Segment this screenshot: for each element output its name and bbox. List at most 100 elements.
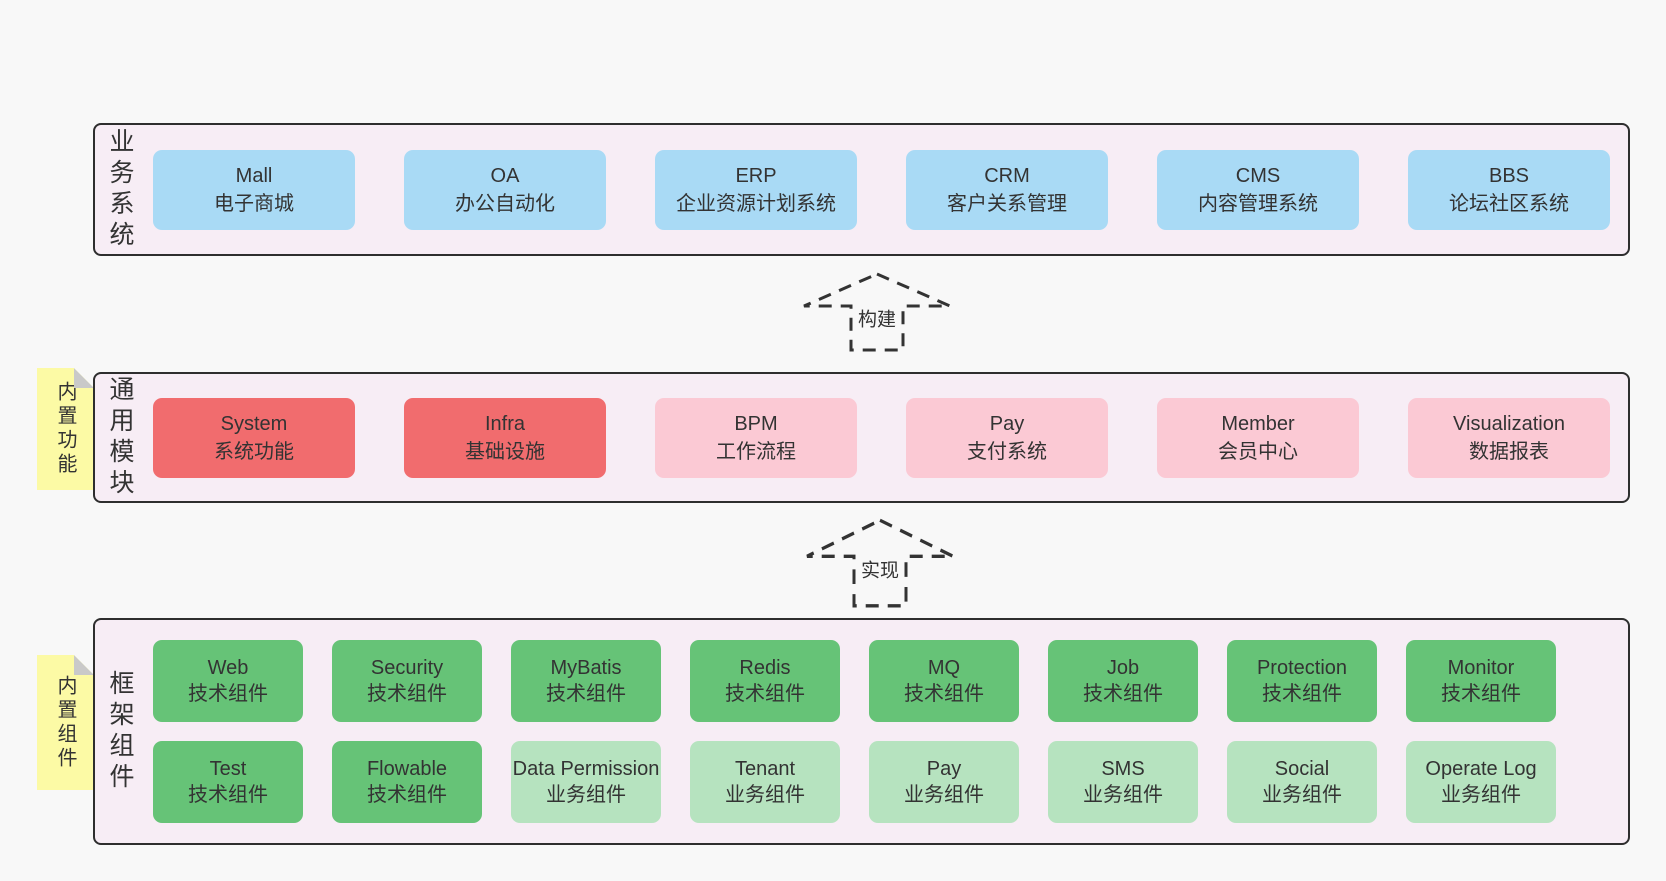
band-components-rows: Web 技术组件 Security 技术组件 MyBatis 技术组件 Redi… <box>153 640 1556 823</box>
label-en: Mall <box>235 164 273 187</box>
box-bpm: BPM 工作流程 <box>655 397 857 478</box>
box-monitor: Monitor 技术组件 <box>1406 640 1556 722</box>
box-system: System 系统功能 <box>153 397 355 478</box>
arrow-implement-icon: 实现 <box>805 518 955 608</box>
arrow-build-icon: 构建 <box>802 272 952 352</box>
label-zh: 业务组件 <box>546 784 626 806</box>
label-zh: 支付系统 <box>967 440 1047 463</box>
components-row-2: Test 技术组件 Flowable 技术组件 Data Permission … <box>153 741 1556 823</box>
label-zh: 基础设施 <box>465 440 545 463</box>
arrow-implement-label: 实现 <box>857 555 903 583</box>
sticky-built-in-components-label: 内置组件 <box>54 674 76 771</box>
label-zh: 技术组件 <box>188 784 268 806</box>
box-oa: OA 办公自动化 <box>404 149 606 230</box>
box-tenant: Tenant 业务组件 <box>690 741 840 823</box>
band-components-side-label: 框架组件 <box>106 669 134 794</box>
box-infra: Infra 基础设施 <box>404 397 606 478</box>
box-sms: SMS 业务组件 <box>1048 741 1198 823</box>
box-member: Member 会员中心 <box>1157 397 1359 478</box>
band-business-boxes: Mall 电子商城 OA 办公自动化 ERP 企业资源计划系统 CRM 客户关系… <box>153 125 1610 254</box>
label-en: MyBatis <box>550 657 622 679</box>
folded-corner-icon <box>74 368 94 388</box>
label-zh: 内容管理系统 <box>1198 192 1318 215</box>
label-en: Security <box>370 657 444 679</box>
label-zh: 电子商城 <box>214 192 294 215</box>
label-en: SMS <box>1101 758 1145 780</box>
label-zh: 业务组件 <box>725 784 805 806</box>
box-mall: Mall 电子商城 <box>153 149 355 230</box>
components-row-1: Web 技术组件 Security 技术组件 MyBatis 技术组件 Redi… <box>153 640 1556 722</box>
label-zh: 业务组件 <box>1083 784 1163 806</box>
label-en: Job <box>1106 657 1140 679</box>
label-zh: 技术组件 <box>904 683 984 705</box>
label-en: Member <box>1221 412 1295 435</box>
box-protection: Protection 技术组件 <box>1227 640 1377 722</box>
label-en: Monitor <box>1447 657 1515 679</box>
label-zh: 数据报表 <box>1469 440 1549 463</box>
band-modules-side-label: 通用模块 <box>106 375 134 500</box>
label-en: Pay <box>989 412 1025 435</box>
label-en: Web <box>207 657 249 679</box>
box-data-permission: Data Permission 业务组件 <box>511 741 661 823</box>
label-en: BPM <box>734 412 778 435</box>
label-en: Infra <box>484 412 526 435</box>
label-en: Flowable <box>366 758 448 780</box>
label-zh: 企业资源计划系统 <box>676 192 836 215</box>
band-common-modules: 通用模块 System 系统功能 Infra 基础设施 BPM 工作流程 Pay… <box>93 372 1630 503</box>
band-business-systems: 业务系统 Mall 电子商城 OA 办公自动化 ERP 企业资源计划系统 CRM… <box>93 123 1630 256</box>
box-redis: Redis 技术组件 <box>690 640 840 722</box>
box-erp: ERP 企业资源计划系统 <box>655 149 857 230</box>
box-pay-module: Pay 支付系统 <box>906 397 1108 478</box>
box-visualization: Visualization 数据报表 <box>1408 397 1610 478</box>
box-operate-log: Operate Log 业务组件 <box>1406 741 1556 823</box>
label-en: BBS <box>1488 164 1530 187</box>
box-security: Security 技术组件 <box>332 640 482 722</box>
label-en: CRM <box>984 164 1030 187</box>
label-zh: 技术组件 <box>367 683 447 705</box>
label-en: OA <box>490 164 520 187</box>
sticky-built-in-components: 内置组件 <box>37 655 94 790</box>
label-zh: 办公自动化 <box>455 192 555 215</box>
box-cms: CMS 内容管理系统 <box>1157 149 1359 230</box>
label-en: Data Permission <box>512 758 660 780</box>
label-zh: 技术组件 <box>367 784 447 806</box>
label-zh: 会员中心 <box>1218 440 1298 463</box>
band-framework-components: 框架组件 Web 技术组件 Security 技术组件 MyBatis 技术组件… <box>93 618 1630 845</box>
label-zh: 客户关系管理 <box>947 192 1067 215</box>
band-business-side-label: 业务系统 <box>106 127 134 252</box>
label-zh: 技术组件 <box>1083 683 1163 705</box>
label-zh: 技术组件 <box>1441 683 1521 705</box>
label-en: Social <box>1274 758 1330 780</box>
label-en: System <box>220 412 288 435</box>
label-en: Operate Log <box>1425 758 1537 780</box>
label-en: CMS <box>1235 164 1281 187</box>
label-zh: 工作流程 <box>716 440 796 463</box>
box-crm: CRM 客户关系管理 <box>906 149 1108 230</box>
box-mq: MQ 技术组件 <box>869 640 1019 722</box>
box-mybatis: MyBatis 技术组件 <box>511 640 661 722</box>
label-zh: 技术组件 <box>546 683 626 705</box>
box-job: Job 技术组件 <box>1048 640 1198 722</box>
label-zh: 论坛社区系统 <box>1449 192 1569 215</box>
box-bbs: BBS 论坛社区系统 <box>1408 149 1610 230</box>
label-en: Protection <box>1256 657 1348 679</box>
box-web: Web 技术组件 <box>153 640 303 722</box>
label-zh: 业务组件 <box>1262 784 1342 806</box>
label-zh: 技术组件 <box>725 683 805 705</box>
band-modules-boxes: System 系统功能 Infra 基础设施 BPM 工作流程 Pay 支付系统… <box>153 374 1610 501</box>
label-zh: 技术组件 <box>188 683 268 705</box>
box-flowable: Flowable 技术组件 <box>332 741 482 823</box>
label-en: Tenant <box>734 758 796 780</box>
label-zh: 技术组件 <box>1262 683 1342 705</box>
label-en: Redis <box>739 657 791 679</box>
label-en: ERP <box>735 164 777 187</box>
label-zh: 系统功能 <box>214 440 294 463</box>
box-pay-component: Pay 业务组件 <box>869 741 1019 823</box>
box-test: Test 技术组件 <box>153 741 303 823</box>
sticky-built-in-features: 内置功能 <box>37 368 94 490</box>
sticky-built-in-features-label: 内置功能 <box>54 381 76 477</box>
arrow-build-label: 构建 <box>854 304 900 332</box>
label-en: Test <box>209 758 247 780</box>
box-social: Social 业务组件 <box>1227 741 1377 823</box>
